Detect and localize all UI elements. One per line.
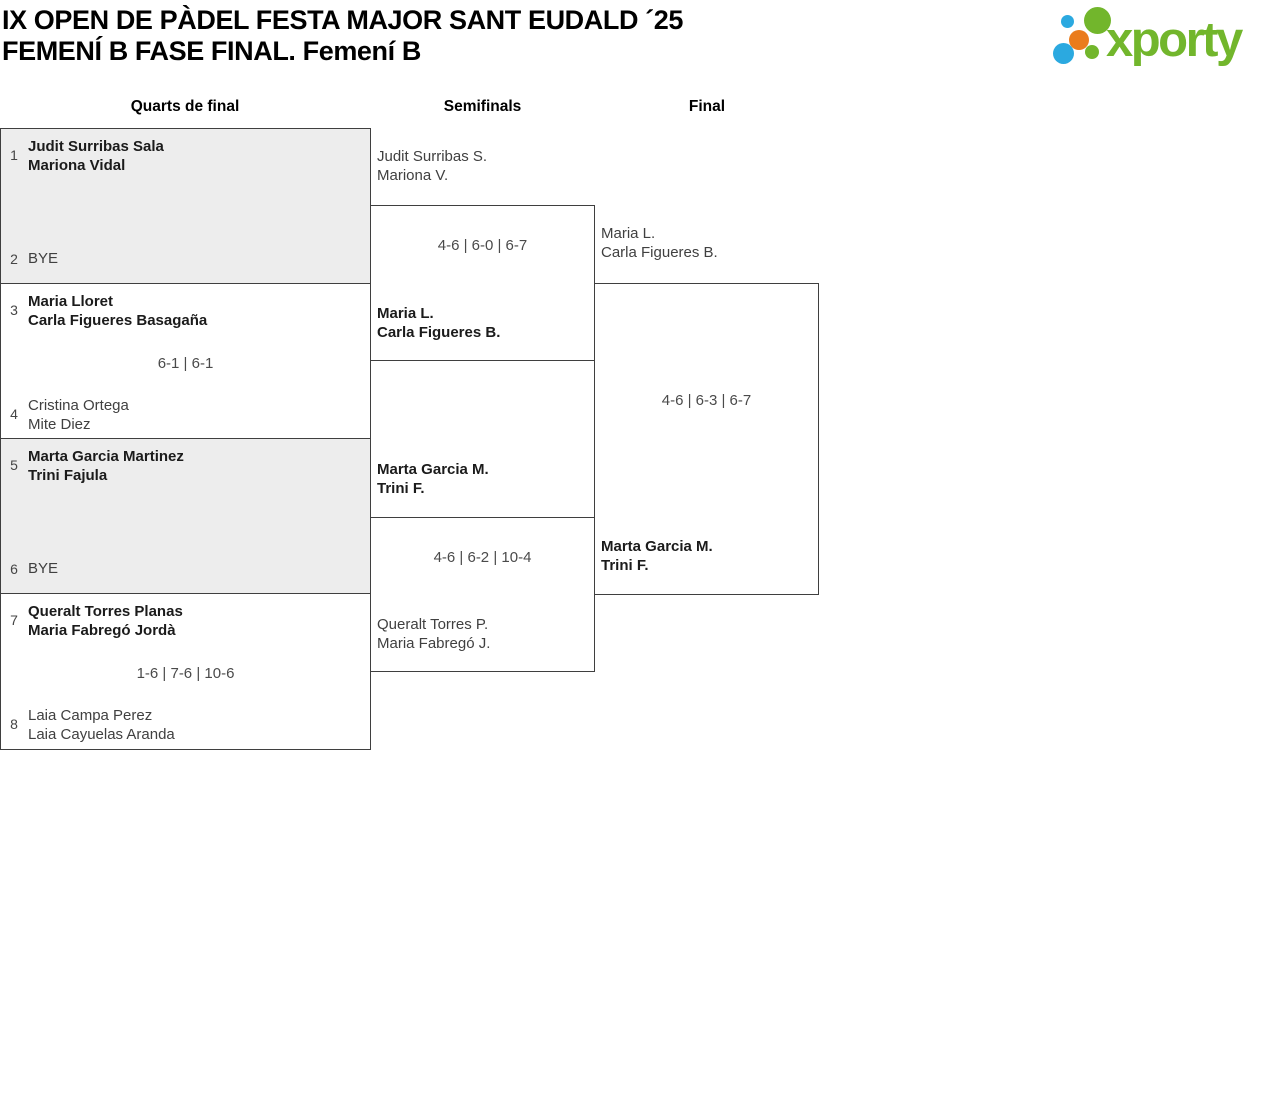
team-name-bottom: BYE xyxy=(28,560,58,579)
logo-dot-green-small-icon xyxy=(1085,45,1099,59)
seed-number: 3 xyxy=(10,302,18,318)
team-name-bottom: Laia Campa Perez Laia Cayuelas Aranda xyxy=(28,707,175,744)
xporty-logo-wordmark: xporty xyxy=(1106,13,1243,67)
team-name-line: Trini Fajula xyxy=(28,466,108,484)
seed-number: 1 xyxy=(10,147,18,163)
team-name-line: Carla Figueres B. xyxy=(377,323,501,341)
tournament-subtitle: FEMENÍ B FASE FINAL. Femení B xyxy=(2,36,421,66)
team-name-line: Mite Diez xyxy=(28,415,91,433)
team-name-top: Maria Lloret Carla Figueres Basagaña xyxy=(28,293,207,330)
team-name-line: Trini F. xyxy=(601,556,649,574)
team-name-line: Queralt Torres Planas xyxy=(28,603,183,620)
match-box-quarterfinal-3: 5 Marta Garcia Martinez Trini Fajula 6 B… xyxy=(0,438,371,594)
team-name-line: Mariona V. xyxy=(377,166,449,184)
team-name-line: Trini F. xyxy=(377,479,425,497)
match-score: 1-6 | 7-6 | 10-6 xyxy=(136,665,235,682)
team-name-top: Maria L. Carla Figueres B. xyxy=(601,225,718,262)
round-header-quarterfinals: Quarts de final xyxy=(130,98,240,115)
seed-number: 7 xyxy=(10,612,18,628)
match-score: 4-6 | 6-3 | 6-7 xyxy=(661,392,752,409)
team-name-line: Marta Garcia M. xyxy=(377,461,489,478)
team-name-top: Marta Garcia Martinez Trini Fajula xyxy=(28,448,184,485)
seed-number: 4 xyxy=(10,406,18,422)
team-name-bottom: Marta Garcia M. Trini F. xyxy=(601,538,713,575)
match-score: 4-6 | 6-0 | 6-7 xyxy=(437,237,528,254)
team-name-line: Laia Campa Perez xyxy=(28,707,153,724)
team-name-bottom: Cristina Ortega Mite Diez xyxy=(28,397,129,434)
tournament-title-block: IX OPEN DE PÀDEL FESTA MAJOR SANT EUDALD… xyxy=(2,5,683,67)
team-name-line: BYE xyxy=(28,250,59,267)
team-name-line: Mariona Vidal xyxy=(28,156,126,174)
logo-dot-blue-small-icon xyxy=(1061,15,1074,28)
seed-number: 6 xyxy=(10,561,18,577)
team-name-line: Maria L. xyxy=(377,305,434,322)
team-name-line: Marta Garcia M. xyxy=(601,538,713,555)
team-name-line: Maria Lloret xyxy=(28,293,114,310)
team-name-top: Judit Surribas Sala Mariona Vidal xyxy=(28,138,164,175)
match-score: 6-1 | 6-1 xyxy=(157,355,214,372)
logo-dot-orange-icon xyxy=(1069,30,1089,50)
match-score: 4-6 | 6-2 | 10-4 xyxy=(433,549,532,566)
team-name-line: BYE xyxy=(28,560,59,577)
team-name-bottom: BYE xyxy=(28,250,58,269)
team-name-line: Maria L. xyxy=(601,225,656,242)
logo-dot-green-large-icon xyxy=(1084,7,1111,34)
team-name-line: Maria Fabregó Jordà xyxy=(28,621,176,639)
round-header-semifinals: Semifinals xyxy=(443,98,522,115)
round-header-final: Final xyxy=(688,98,726,115)
team-name-line: Laia Cayuelas Aranda xyxy=(28,725,175,743)
match-box-quarterfinal-1: 1 Judit Surribas Sala Mariona Vidal 2 BY… xyxy=(0,128,371,284)
team-name-line: Queralt Torres P. xyxy=(377,616,489,633)
team-name-line: Carla Figueres B. xyxy=(601,243,718,261)
team-name-line: Maria Fabregó J. xyxy=(377,634,491,652)
team-name-line: Marta Garcia Martinez xyxy=(28,448,184,465)
team-name-line: Judit Surribas Sala xyxy=(28,138,164,155)
seed-number: 8 xyxy=(10,716,18,732)
match-box-quarterfinal-2: 3 Maria Lloret Carla Figueres Basagaña 6… xyxy=(0,283,371,439)
match-box-final xyxy=(594,283,819,595)
team-name-bottom: Queralt Torres P. Maria Fabregó J. xyxy=(377,616,490,653)
tournament-title: IX OPEN DE PÀDEL FESTA MAJOR SANT EUDALD… xyxy=(2,5,683,35)
seed-number: 5 xyxy=(10,457,18,473)
team-name-top: Marta Garcia M. Trini F. xyxy=(377,461,489,498)
team-name-line: Cristina Ortega xyxy=(28,397,129,414)
team-name-line: Judit Surribas S. xyxy=(377,148,488,165)
seed-number: 2 xyxy=(10,251,18,267)
team-name-bottom: Maria L. Carla Figueres B. xyxy=(377,305,500,342)
team-name-top: Judit Surribas S. Mariona V. xyxy=(377,148,487,185)
logo-dot-blue-large-icon xyxy=(1053,43,1074,64)
team-name-line: Carla Figueres Basagaña xyxy=(28,311,208,329)
match-box-quarterfinal-4: 7 Queralt Torres Planas Maria Fabregó Jo… xyxy=(0,593,371,750)
team-name-top: Queralt Torres Planas Maria Fabregó Jord… xyxy=(28,603,183,640)
